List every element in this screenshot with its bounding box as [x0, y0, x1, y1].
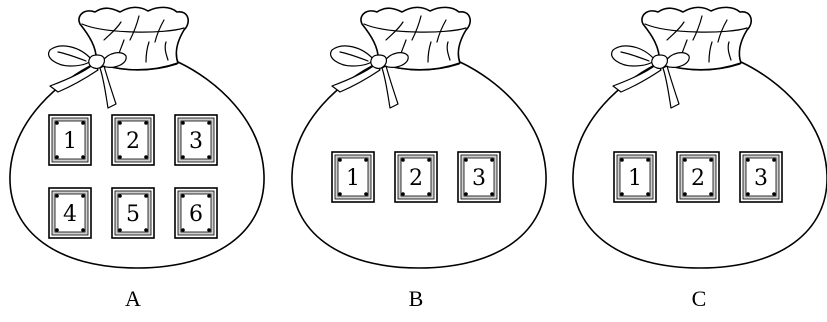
card: 1: [614, 152, 656, 202]
bag-a: 1 2 3 4 5 6 A: [10, 7, 264, 311]
card-number: 2: [691, 166, 705, 191]
card-number: 2: [126, 129, 140, 154]
bag-label: B: [409, 286, 424, 311]
card: 2: [677, 152, 719, 202]
card: 1: [49, 115, 91, 165]
card-number: 3: [472, 166, 486, 191]
card: 3: [740, 152, 782, 202]
card-number: 2: [409, 166, 423, 191]
card-number: 3: [754, 166, 768, 191]
card-number: 4: [63, 202, 77, 227]
card: 2: [395, 152, 437, 202]
card: 3: [175, 115, 217, 165]
card: 1: [332, 152, 374, 202]
card-number: 1: [628, 166, 642, 191]
card-number: 5: [126, 202, 140, 227]
card-number: 1: [63, 129, 77, 154]
card: 2: [112, 115, 154, 165]
bag-b: 1 2 3 B: [292, 7, 546, 311]
card-number: 3: [189, 129, 203, 154]
card-number: 6: [189, 202, 203, 227]
bag-label: C: [692, 286, 707, 311]
card-number: 1: [346, 166, 360, 191]
bag-label: A: [125, 286, 141, 311]
bag-c: 1 2 3 C: [573, 7, 827, 311]
card: 3: [458, 152, 500, 202]
card: 4: [49, 188, 91, 238]
card: 6: [175, 188, 217, 238]
card: 5: [112, 188, 154, 238]
